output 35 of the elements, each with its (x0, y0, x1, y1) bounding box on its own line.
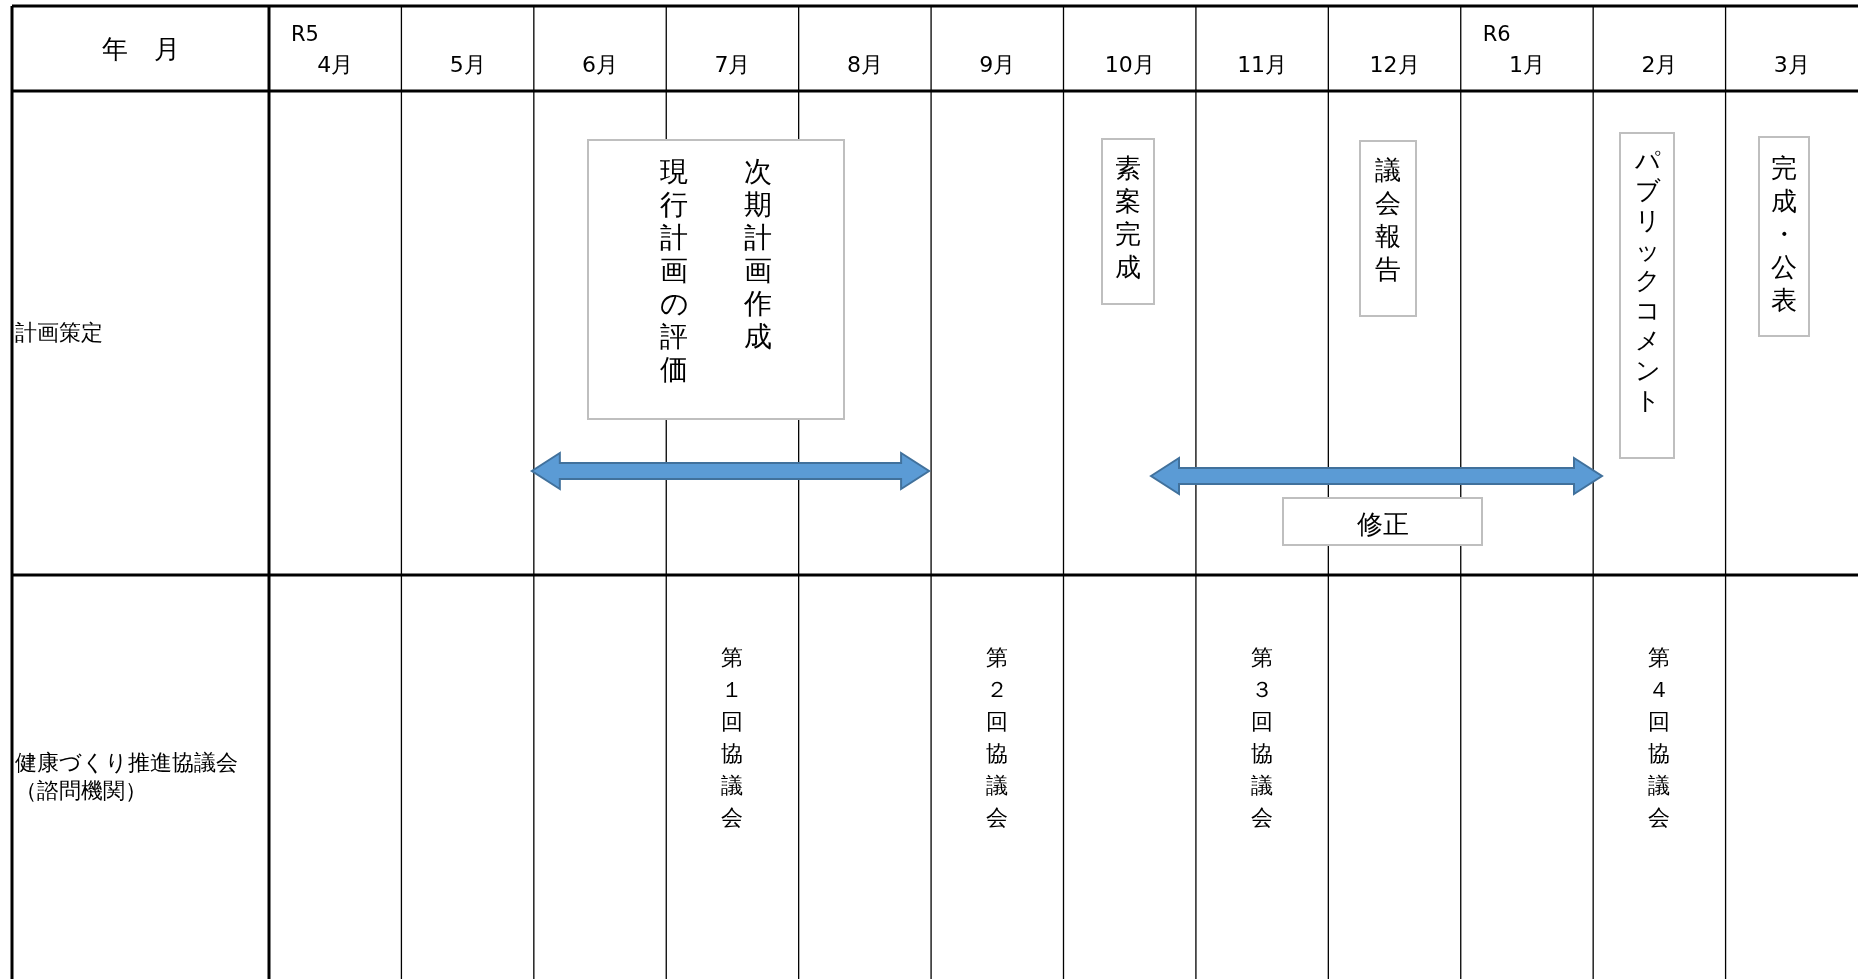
box-text: 次期計画作成 (744, 155, 772, 353)
month-label: 10月 (1103, 51, 1156, 79)
text-box (587, 139, 845, 420)
month-label: 5月 (448, 51, 487, 79)
text-box (1101, 138, 1155, 305)
box-text: 素案完成 (1115, 152, 1141, 284)
month-label: 7月 (713, 51, 752, 79)
row-header: 計画策定 (15, 319, 103, 347)
month-label: 12月 (1368, 51, 1421, 79)
month-label: 9月 (978, 51, 1017, 79)
meeting-label: 第４回協議会 (1648, 644, 1671, 832)
year-label: R6 (1482, 22, 1511, 46)
month-label: 3月 (1772, 51, 1811, 79)
year-label: R5 (291, 22, 319, 46)
text-box (1758, 136, 1810, 337)
month-label: 6月 (581, 51, 620, 79)
month-label: 11月 (1236, 51, 1289, 79)
text-box (1282, 497, 1483, 546)
column-header: 年 月 (100, 33, 181, 66)
box-text: 完成・公表 (1771, 152, 1797, 317)
row-header: 健康づくり推進協議会 (15, 749, 238, 777)
month-label: 1月 (1507, 51, 1546, 79)
month-label: 2月 (1640, 51, 1679, 79)
box-text: 現行計画の評価 (660, 155, 688, 386)
meeting-label: 第２回協議会 (986, 644, 1009, 832)
meeting-label: 第３回協議会 (1251, 644, 1274, 832)
box-text: パブリックコメント (1634, 146, 1660, 416)
meeting-label: 第１回協議会 (721, 644, 744, 832)
text-box (1619, 132, 1675, 459)
box-text: 議会報告 (1375, 154, 1401, 286)
month-label: 8月 (845, 51, 884, 79)
box-text: 修正 (1356, 508, 1409, 541)
row-header: （諮問機関） (15, 777, 147, 805)
text-box (1359, 140, 1417, 317)
month-label: 4月 (316, 51, 355, 79)
